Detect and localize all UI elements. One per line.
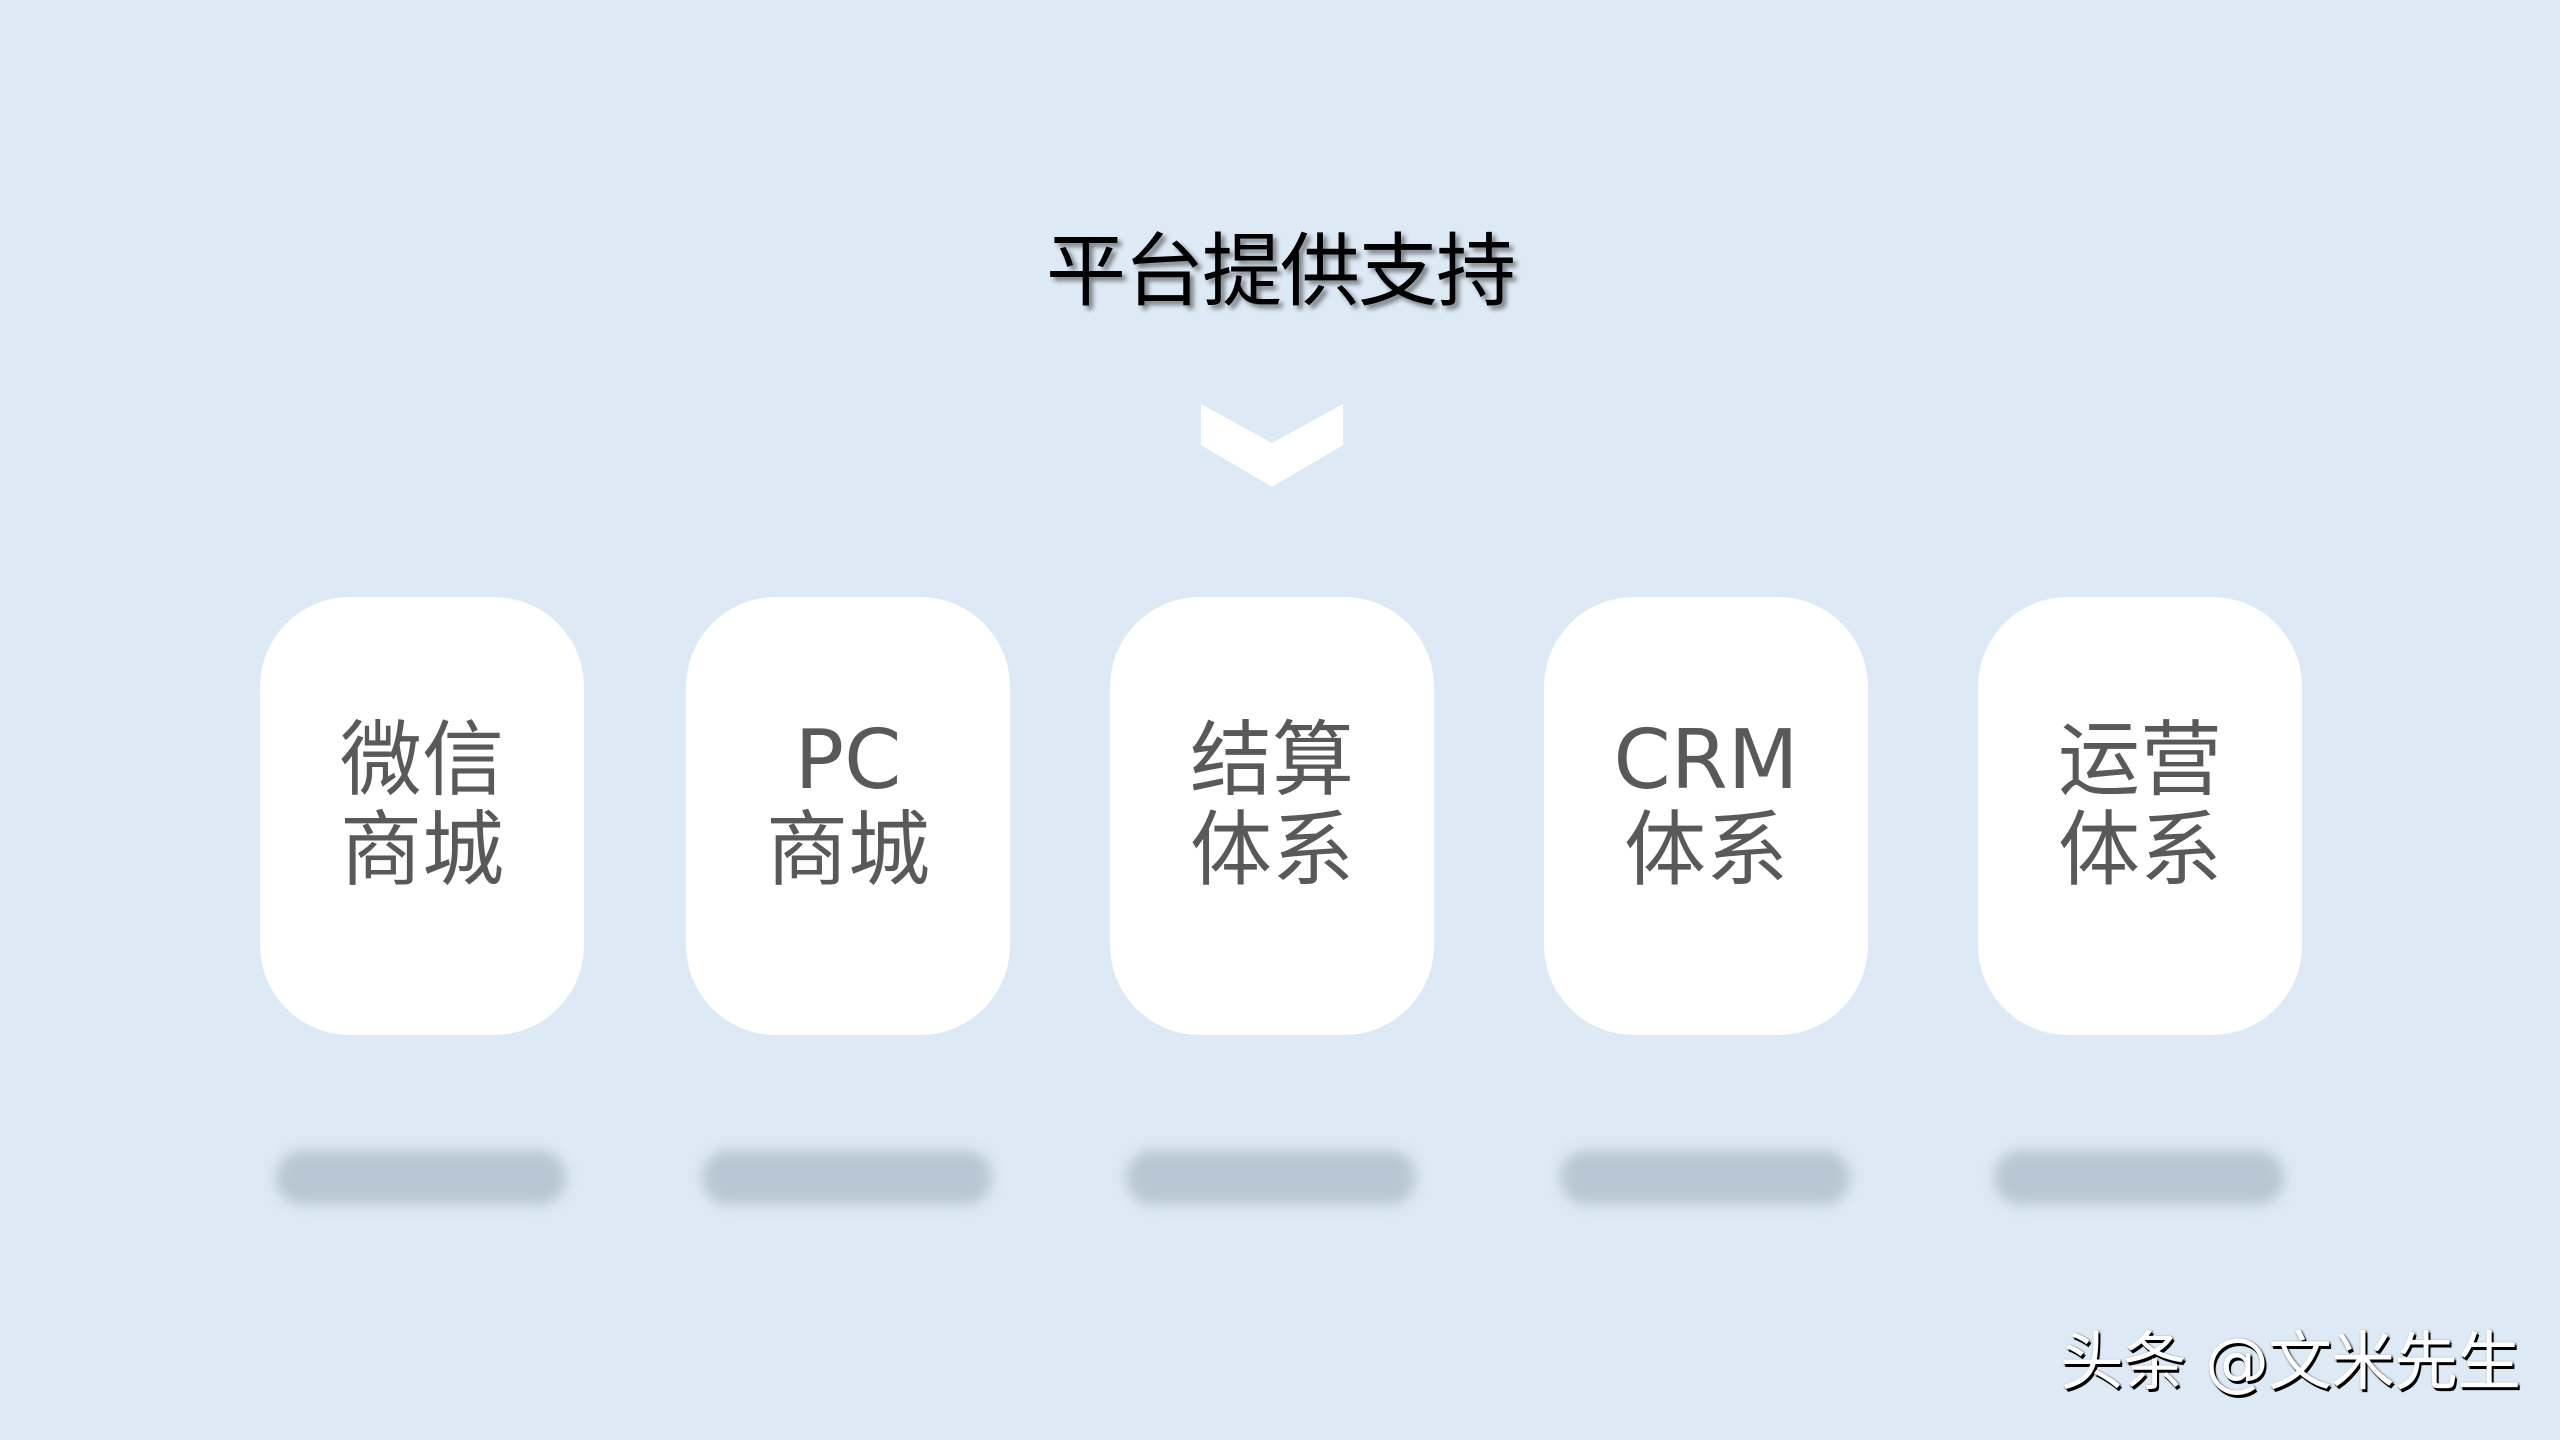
card-line-1: 运营 <box>2057 713 2222 808</box>
card-line-1: 结算 <box>1189 713 1354 808</box>
card-shadow <box>1560 1150 1850 1205</box>
card-operations-system: 运营 体系 <box>1978 597 2302 1035</box>
card-shadow <box>1126 1150 1416 1205</box>
card-line-1: CRM <box>1613 713 1799 808</box>
card-line-1: 微信 <box>339 713 504 808</box>
card-shadow <box>276 1150 566 1205</box>
card-line-2: 体系 <box>1189 803 1354 898</box>
card-wechat-mall: 微信 商城 <box>260 597 584 1035</box>
chevron-down-icon <box>1201 404 1343 487</box>
watermark: 头条 @文米先生 <box>2059 1326 2521 1400</box>
card-line-2: 商城 <box>765 803 930 898</box>
card-line-2: 商城 <box>339 803 504 898</box>
card-line-2: 体系 <box>1623 803 1788 898</box>
card-settlement-system: 结算 体系 <box>1110 597 1434 1035</box>
card-shadow <box>1994 1150 2284 1205</box>
card-crm-system: CRM 体系 <box>1544 597 1868 1035</box>
card-pc-mall: PC 商城 <box>686 597 1010 1035</box>
card-line-2: 体系 <box>2057 803 2222 898</box>
card-line-1: PC <box>794 713 902 808</box>
slide-title: 平台提供支持 <box>1046 225 1516 318</box>
card-shadow <box>702 1150 992 1205</box>
